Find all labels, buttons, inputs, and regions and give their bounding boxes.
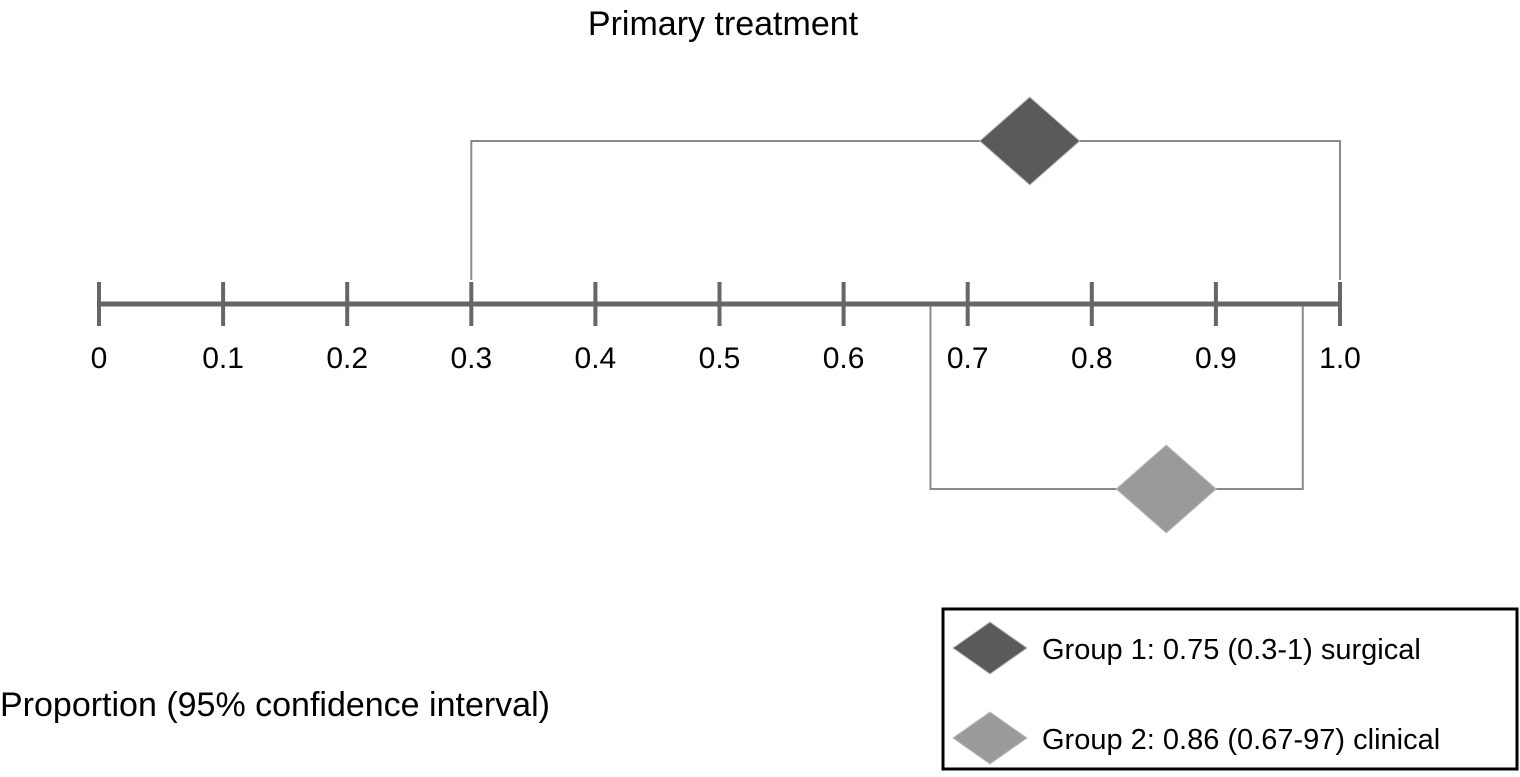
x-tick-label: 1.0 [1319, 342, 1361, 375]
legend-label: Group 2: 0.86 (0.67-97) clinical [1042, 724, 1440, 756]
series-group [470, 96, 1341, 534]
x-tick-label: 0.6 [823, 342, 865, 375]
x-tick-label: 0.5 [699, 342, 741, 375]
x-tick-label: 0 [91, 342, 108, 375]
point-estimate-diamond [978, 96, 1081, 186]
x-axis: 0 0.1 0.2 0.3 0.4 0.5 0.6 0.7 0.8 0.9 1.0 [91, 282, 1361, 375]
x-tick-label: 0.8 [1071, 342, 1113, 375]
legend-swatch-diamond [952, 711, 1028, 765]
point-estimate-diamond [1115, 444, 1218, 534]
legend-box [941, 607, 1519, 771]
x-tick-label: 0.7 [947, 342, 989, 375]
x-tick-label: 0.2 [326, 342, 368, 375]
x-tick-label: 0.9 [1195, 342, 1237, 375]
x-tick-label: 0.3 [450, 342, 492, 375]
x-tick-label: 0.1 [202, 342, 244, 375]
x-axis-label: Proportion (95% confidence interval) [0, 686, 550, 724]
legend-swatch-diamond [952, 621, 1028, 675]
x-tick-label: 0.4 [575, 342, 617, 375]
ci-bracket [929, 306, 1304, 490]
ci-bracket [470, 140, 1341, 280]
legend-label: Group 1: 0.75 (0.3-1) surgical [1042, 634, 1421, 666]
chart-title: Primary treatment [588, 5, 859, 43]
